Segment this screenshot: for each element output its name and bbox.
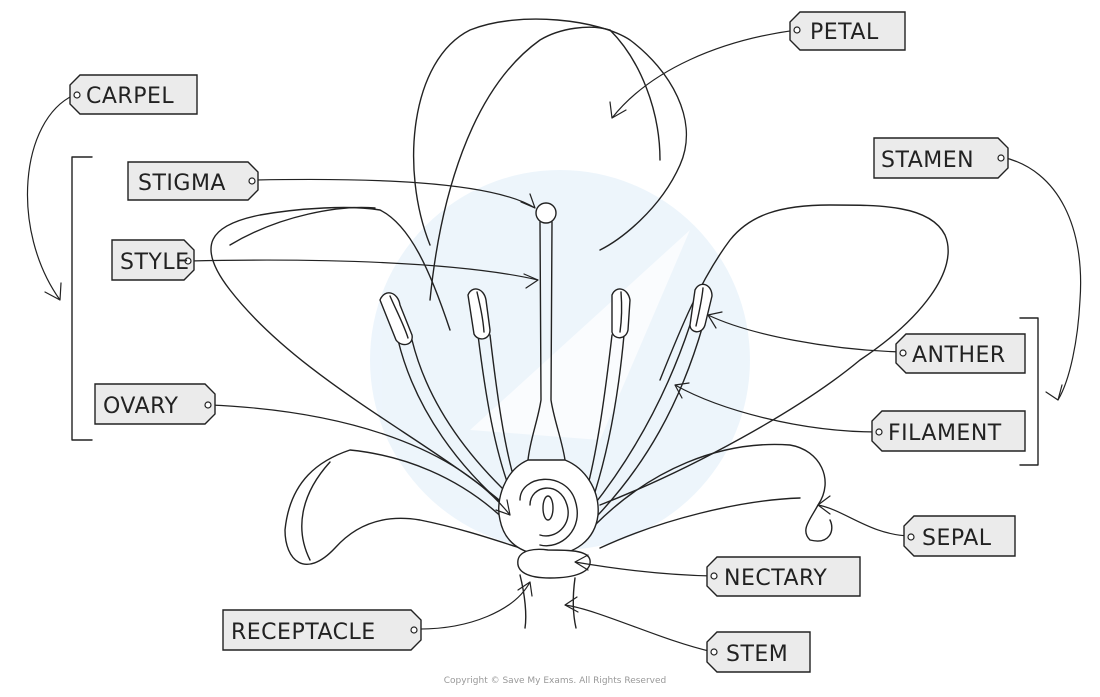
label-ovary-text: OVARY [103,394,179,419]
label-filament: FILAMENT [871,410,1026,452]
label-petal: PETAL [789,11,906,51]
filament-left-outer [397,339,516,516]
petal-back-inner [429,26,611,301]
label-carpel-text: CARPEL [86,84,174,109]
leader-lines [26,29,1082,653]
label-carpel: CARPEL [69,74,198,115]
label-filament-text: FILAMENT [888,421,1002,446]
label-stamen-text: STAMEN [881,148,974,173]
label-stamen: STAMEN [873,137,1009,179]
receptacle [517,548,591,579]
filament-right-inner [587,334,613,486]
label-receptacle: RECEPTACLE [222,609,422,651]
label-ovary: OVARY [94,383,216,425]
label-sepal: SEPAL [903,515,1016,557]
anther-far-right [689,283,713,333]
sepal-right [594,443,833,542]
label-petal-text: PETAL [810,20,879,45]
anther-far-left [379,292,413,346]
sepal-left [284,449,521,565]
stigma [535,202,557,224]
filament-left-inner [477,334,511,491]
label-anther: ANTHER [895,333,1026,374]
label-style: STYLE [111,239,195,281]
flower-illustration [210,18,949,629]
label-nectary: NECTARY [706,556,861,597]
label-sepal-text: SEPAL [922,526,992,551]
label-stigma-text: STIGMA [138,171,226,196]
petal-back [412,18,688,251]
stamen-bracket [1019,317,1039,466]
label-nectary-text: NECTARY [724,566,827,591]
stem [519,574,527,629]
ovary [498,459,599,556]
copyright-notice: Copyright © Save My Exams. All Rights Re… [444,676,666,686]
label-stem: STEM [706,631,811,673]
petal-left [210,206,506,506]
anther-left [467,288,491,340]
label-receptacle-text: RECEPTACLE [231,620,376,645]
style [527,221,542,461]
filament-right-outer [589,324,691,511]
petal-right [599,204,949,506]
carpel-bracket [71,156,93,441]
watermark-logo [370,170,750,550]
label-style-text: STYLE [120,250,190,275]
label-stem-text: STEM [726,642,788,667]
label-anther-text: ANTHER [912,343,1006,368]
anther-right [611,288,631,339]
label-stigma: STIGMA [127,161,259,201]
